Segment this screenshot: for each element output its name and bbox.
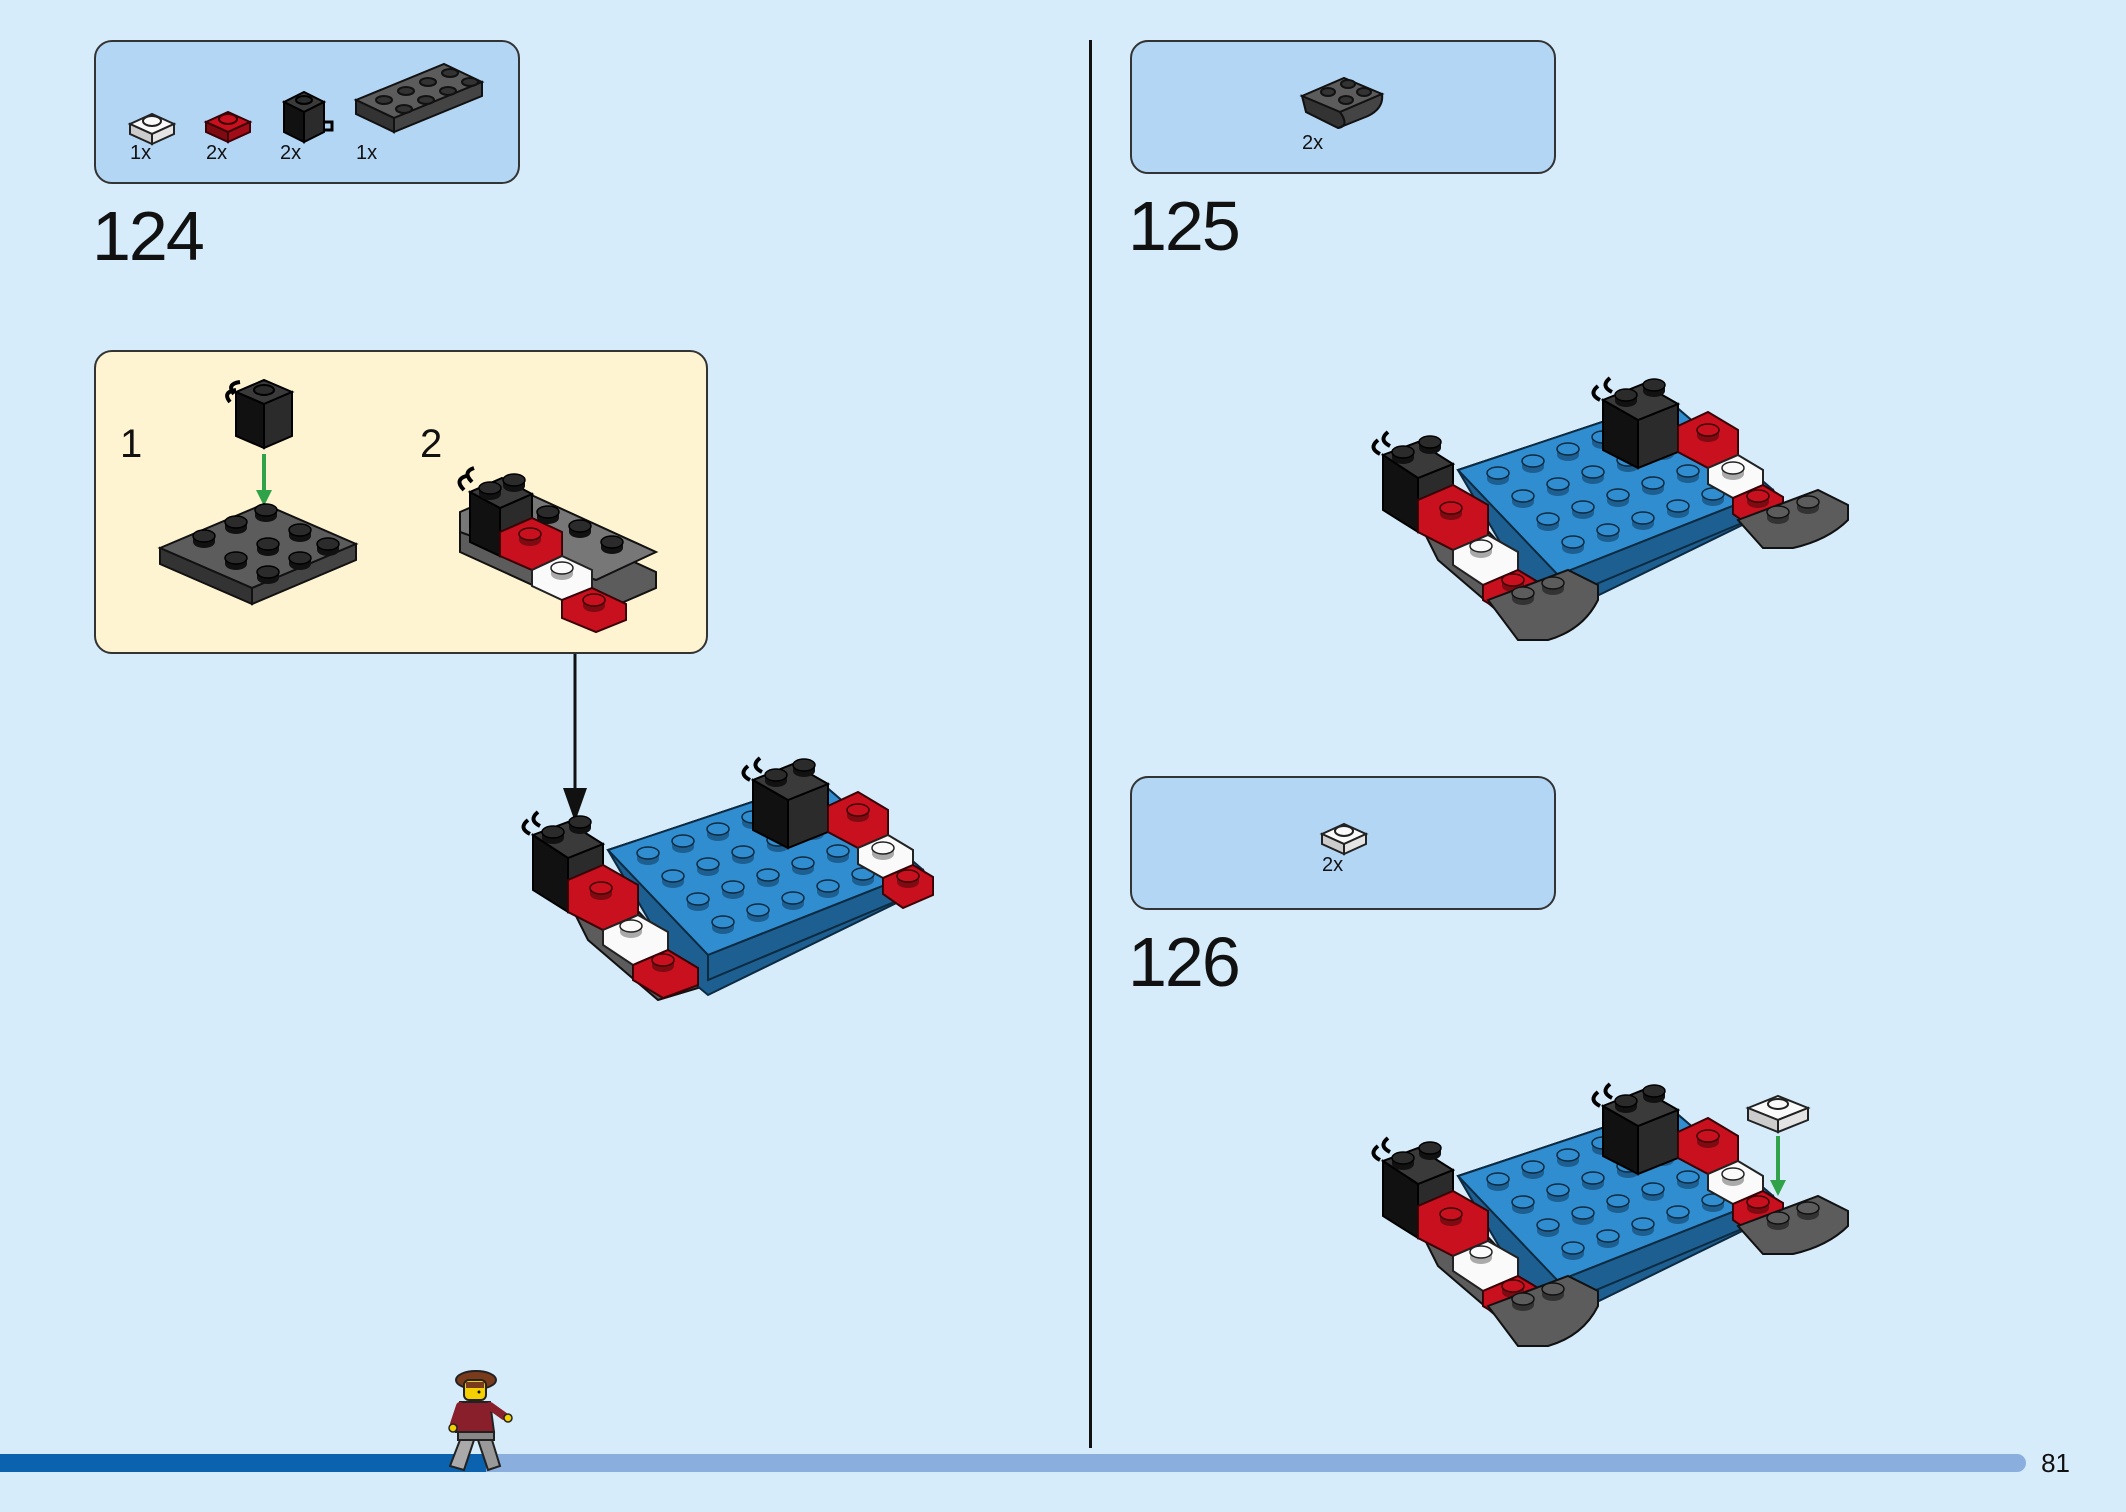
substep-1-illustration	[157, 378, 359, 606]
dark-gray-2x4-plate-icon	[353, 62, 485, 134]
page-number: 81	[2041, 1448, 2070, 1478]
part-qty: 2x	[206, 142, 228, 164]
dark-gray-curved-slope-icon	[1299, 76, 1385, 130]
black-1x1-clip-brick-icon	[281, 90, 334, 144]
subassembly-callout: 1 2	[94, 350, 708, 654]
step-125-assembly	[1378, 360, 1838, 660]
substep-2-illustration	[457, 466, 659, 634]
parts-callout-step-124: 1x 2x 2x 1x	[94, 40, 520, 184]
substep-number: 1	[120, 422, 143, 466]
parts-callout-step-126: 2x	[1130, 776, 1556, 910]
substep-number: 2	[420, 422, 443, 466]
part-qty: 2x	[1302, 132, 1324, 154]
page-divider	[1089, 40, 1092, 1448]
parts-callout-step-125: 2x	[1130, 40, 1556, 174]
part-qty: 1x	[130, 142, 152, 164]
part-qty: 1x	[356, 142, 378, 164]
part-qty: 2x	[280, 142, 302, 164]
progress-bar	[0, 1454, 2026, 1472]
step-number: 125	[1128, 187, 1241, 265]
white-1x1-plate-icon	[127, 112, 177, 146]
progress-fill	[0, 1454, 486, 1472]
callout-arrow-icon	[563, 654, 587, 822]
step-number: 124	[92, 197, 205, 275]
part-qty: 2x	[1322, 854, 1344, 876]
white-1x1-plate-icon	[1319, 822, 1369, 856]
step-126-assembly	[1378, 1066, 1838, 1366]
step-number: 126	[1128, 923, 1241, 1001]
red-1x1-plate-icon	[203, 110, 253, 144]
walking-minifigure-icon	[448, 1370, 513, 1472]
step-124-assembly	[528, 740, 948, 1010]
